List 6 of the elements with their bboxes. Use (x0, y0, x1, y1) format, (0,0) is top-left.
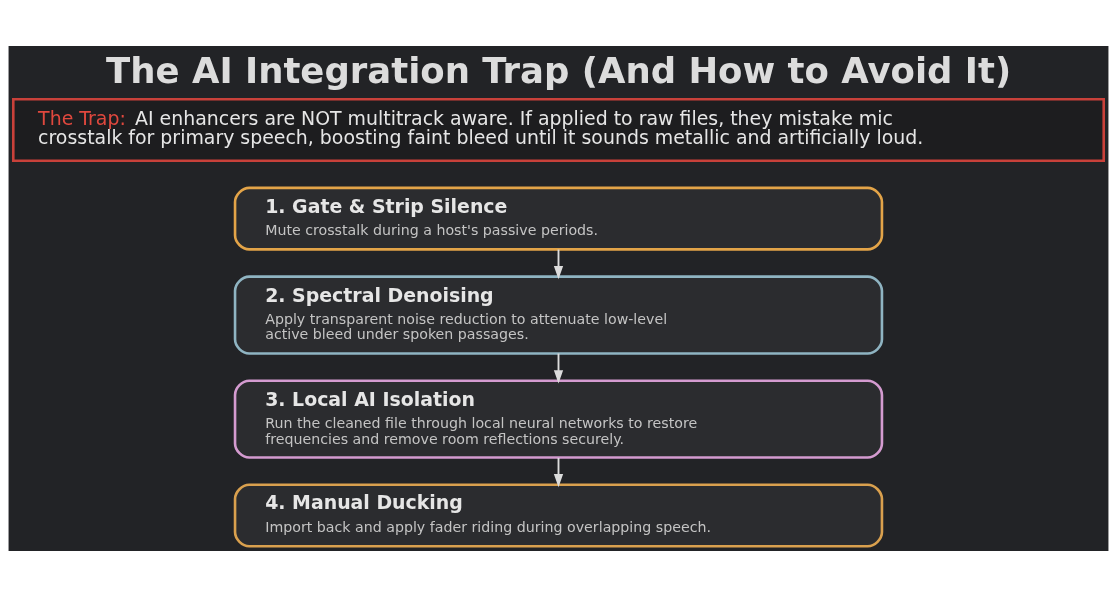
node-box: 4. Manual Ducking Import back and apply fader riding during overlapping speech. (233, 483, 884, 548)
node-box: 2. Spectral Denoising Apply transparent noise reduction to attenuate low-level active bleed under spoken passages. (233, 275, 884, 355)
node-box: 3. Local AI Isolation Run the cleaned file through local neural networks to restore frequencies and remove room reflections securely. (233, 379, 884, 459)
node-box: 1. Gate & Strip Silence Mute crosstalk during a host's passive periods. (233, 186, 884, 251)
node-box: The Trap: AI enhancers are NOT multitrack aware. If applied to raw files, they mistake mic crosstalk for primary speech, boosting faint bleed until it sounds metallic and artificially loud. (12, 97, 1105, 162)
diagram-title: The AI Integration Trap (And How to Avoid It) (106, 49, 1012, 91)
